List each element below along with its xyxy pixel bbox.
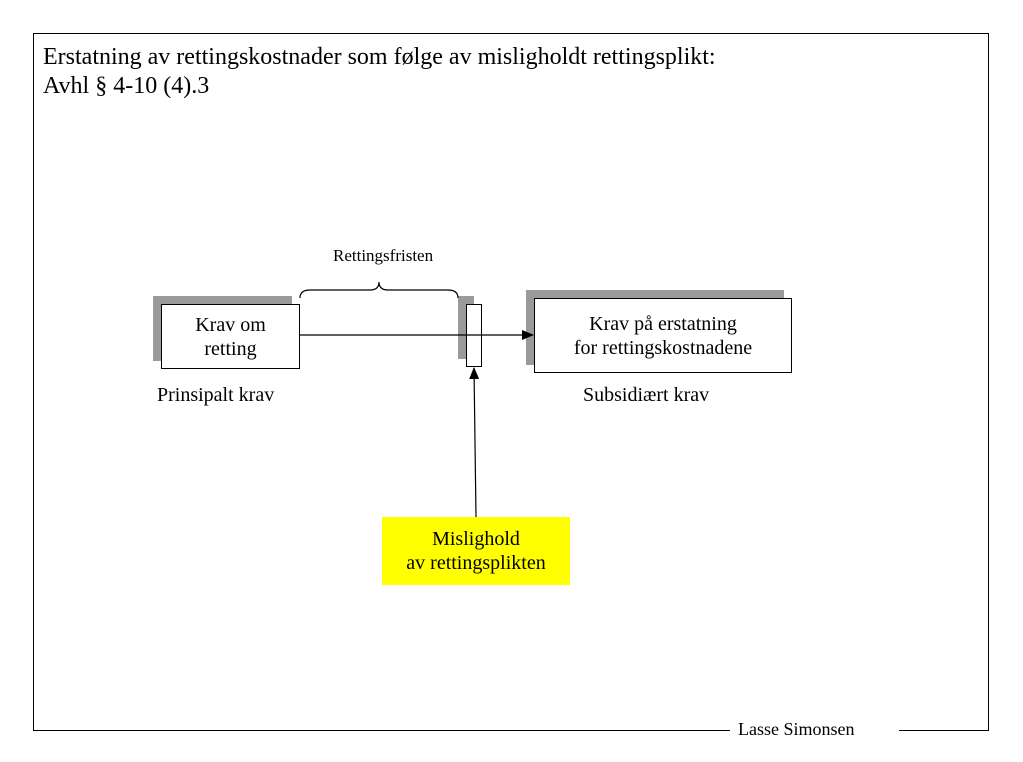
footer-author: Lasse Simonsen [738, 719, 855, 739]
secondary-claim-box: Krav på erstatning for rettingskostnaden… [534, 298, 792, 373]
breach-box: Mislighold av rettingsplikten [382, 517, 570, 585]
primary-claim-line-2: retting [204, 337, 257, 360]
secondary-claim-caption: Subsidiært krav [583, 384, 710, 406]
breach-arrow [469, 367, 480, 518]
secondary-claim-line-2: for rettingskostnadene [573, 336, 753, 359]
secondary-claim-line-1: Krav på erstatning [589, 312, 737, 335]
slide-title: Erstatning av rettingskostnader som følg… [43, 43, 716, 101]
frame-right-border [988, 33, 989, 731]
primary-claim-box: Krav om retting [161, 304, 300, 369]
frame-top-border [33, 33, 989, 34]
frame-bottom-border-left [33, 730, 730, 731]
primary-claim-caption: Prinsipalt krav [157, 384, 275, 406]
slide-title-line-1: Erstatning av rettingskostnader som følg… [43, 44, 716, 70]
frame-bottom-border-right [899, 730, 989, 731]
deadline-label: Rettingsfristen [333, 246, 434, 265]
slide-title-line-2: Avhl § 4-10 (4).3 [43, 73, 210, 99]
breach-line-1: Mislighold [432, 528, 520, 550]
deadline-brace [299, 281, 459, 299]
frame-left-border [33, 33, 34, 731]
breach-line-2: av rettingsplikten [406, 552, 546, 574]
primary-claim-line-1: Krav om [195, 313, 266, 336]
